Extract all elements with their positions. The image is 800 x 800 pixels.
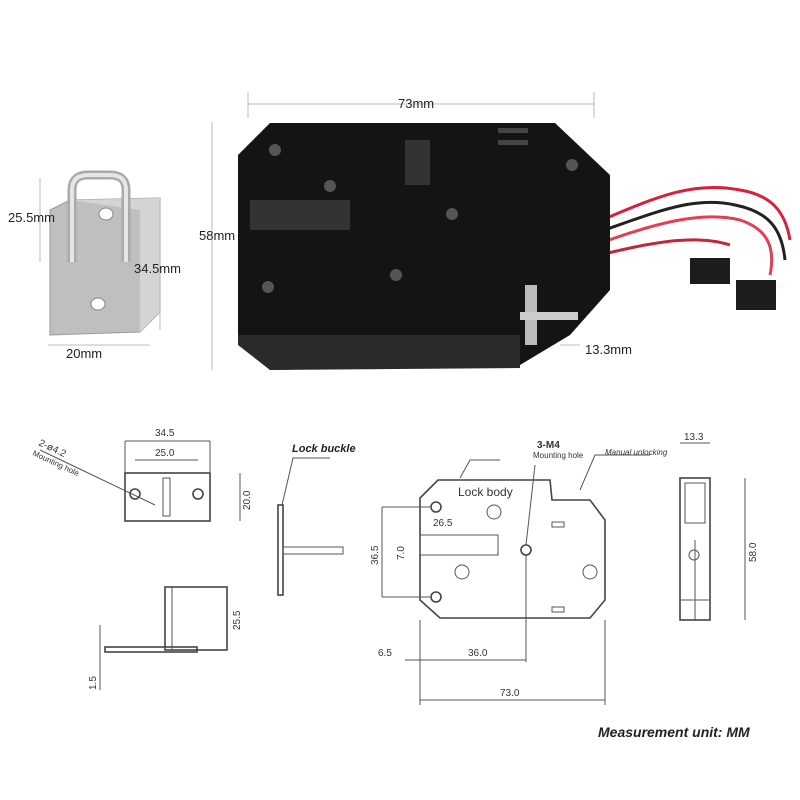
side-thickness: 13.3	[684, 432, 704, 443]
lock-photo	[238, 123, 792, 370]
latch-length: 26.5	[433, 518, 453, 529]
lock-thickness-label: 13.3mm	[585, 342, 632, 357]
buckle-thickness: 1.5	[88, 676, 99, 690]
lock-dimensions: 73mm 58mm 13.3mm	[199, 92, 632, 370]
lock-width-label: 73mm	[398, 96, 434, 111]
buckle-hole-spacing: 25.0	[155, 448, 175, 459]
buckle-top-view: 34.5 25.0 2-ø4.2 Mounting hole 20.0	[31, 428, 253, 522]
buckle-outer-width: 34.5	[155, 428, 175, 439]
manual-unlock-label: Manual unlocking	[605, 448, 668, 457]
buckle-side-height: 25.5	[232, 610, 243, 630]
hole-vertical-spacing: 36.5	[370, 545, 381, 565]
bracket-dimensions: 25.5mm 34.5mm 20mm	[8, 178, 181, 361]
buckle-side-view: Lock buckle	[277, 443, 356, 596]
latch-height: 7.0	[396, 546, 407, 560]
buckle-front-view: 25.5 1.5	[88, 586, 243, 690]
lock-body-label: Lock body	[458, 485, 513, 499]
lock-total-width: 73.0	[500, 688, 520, 699]
bracket-width-label: 20mm	[66, 346, 102, 361]
hole-horizontal-spacing: 36.0	[468, 648, 488, 659]
screw-note: 3-M4	[537, 440, 560, 451]
edge-offset: 6.5	[378, 648, 392, 659]
bracket-depth-label: 34.5mm	[134, 261, 181, 276]
side-height: 58.0	[748, 542, 759, 562]
lock-side-view: 13.3 58.0	[679, 432, 759, 621]
screw-label: Mounting hole	[533, 451, 584, 460]
buckle-title: Lock buckle	[292, 443, 356, 455]
lock-height-label: 58mm	[199, 228, 235, 243]
buckle-height: 20.0	[242, 490, 253, 510]
lock-front-view: 3-M4 Mounting hole Manual unlocking Lock…	[370, 440, 668, 705]
bracket-photo	[49, 170, 161, 336]
bracket-height-label: 25.5mm	[8, 210, 55, 225]
measurement-unit-note: Measurement unit: MM	[598, 724, 750, 740]
